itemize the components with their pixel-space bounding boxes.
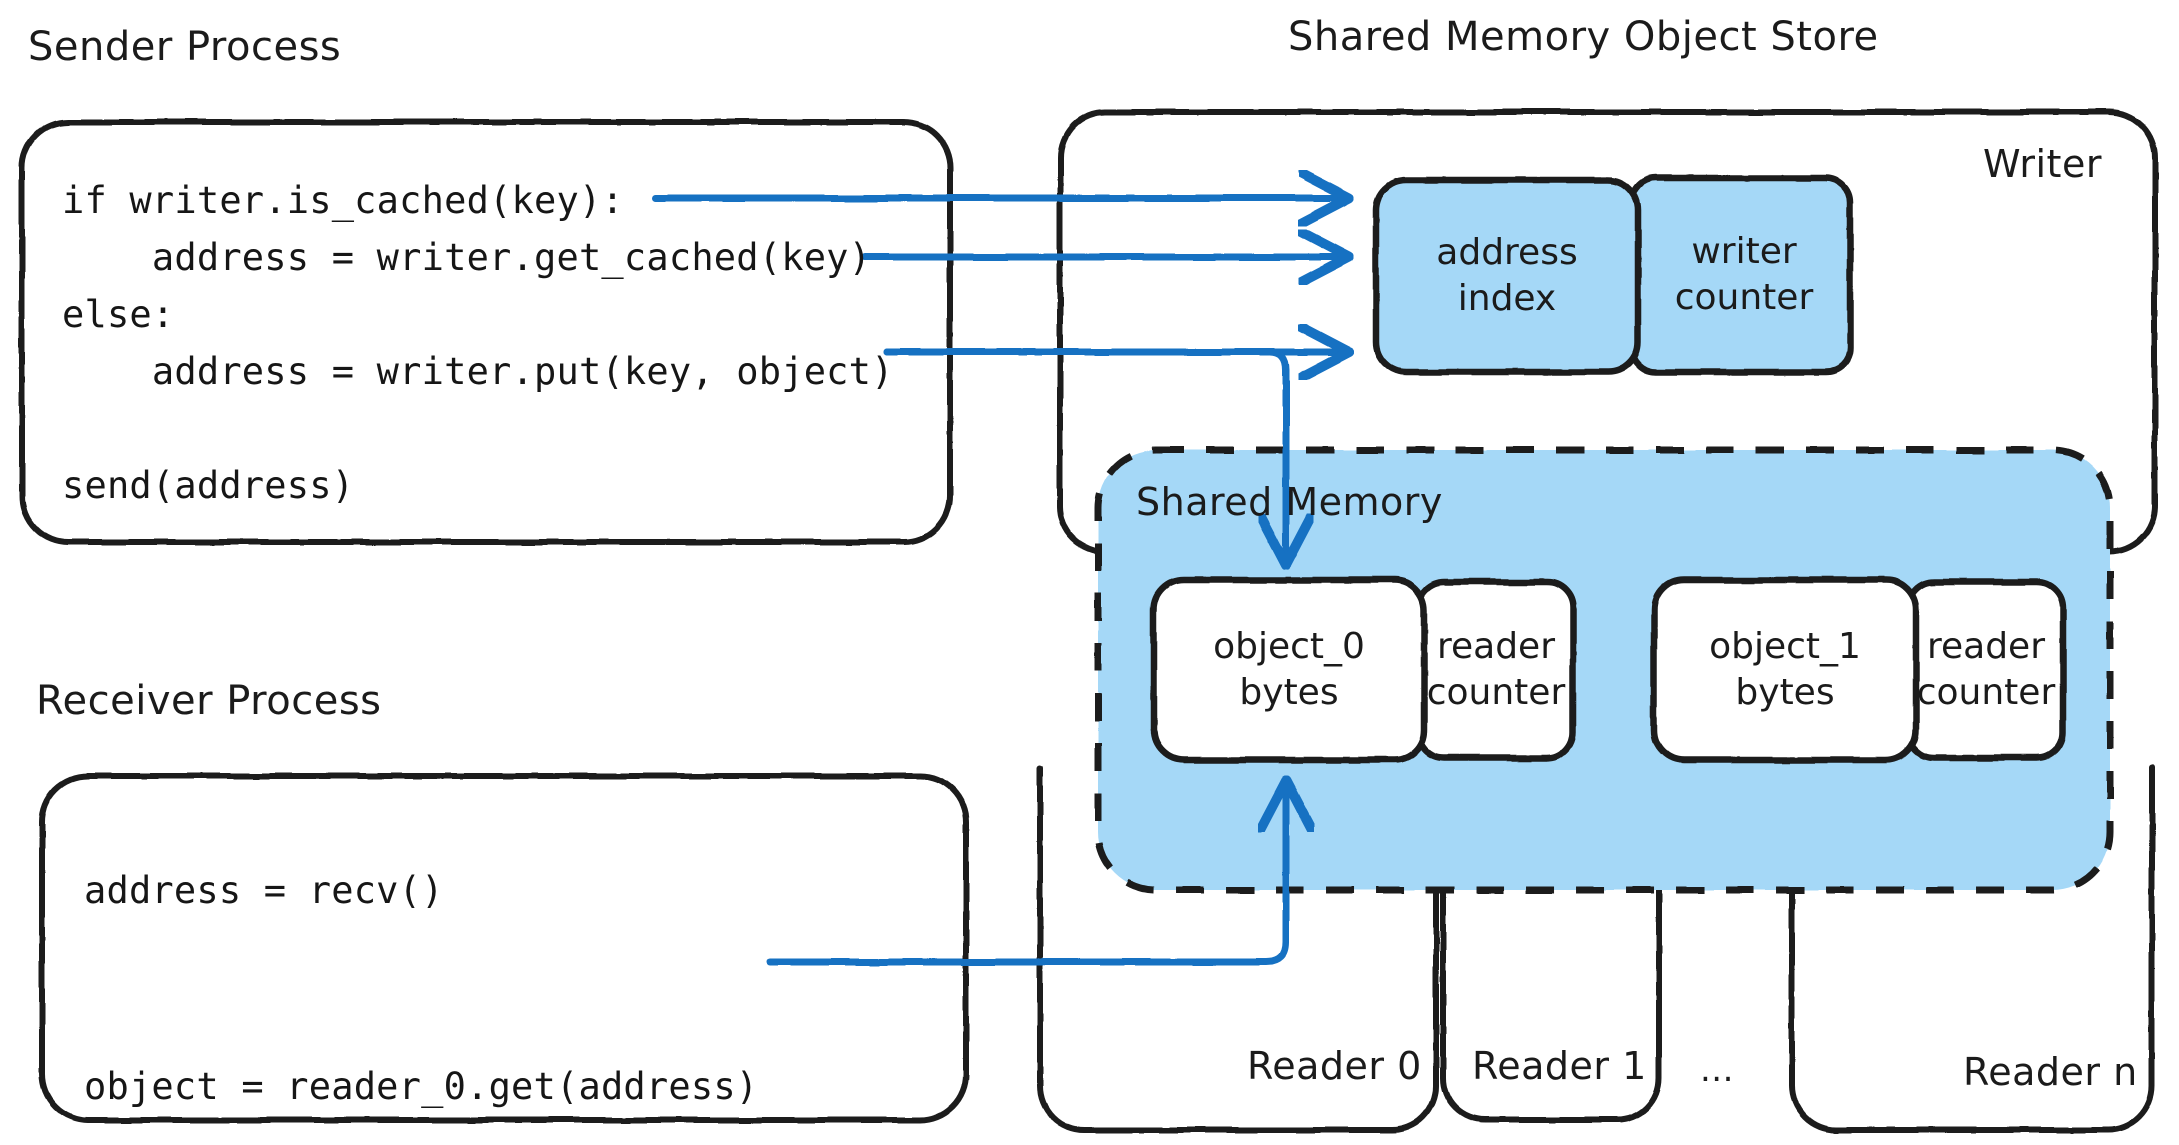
receiver-process-title: Receiver Process (36, 678, 382, 724)
reader-0-label: Reader 0 (1247, 1044, 1422, 1088)
address-index-cell-shape (1372, 176, 1642, 376)
store-title: Shared Memory Object Store (1288, 14, 1879, 60)
reader-n-box (1789, 765, 2155, 1133)
reader-n-label: Reader n (1963, 1050, 2138, 1094)
receiver-code-block: address = recv() object = reader_0.get(a… (84, 869, 759, 1108)
reader-0-box (1037, 765, 1439, 1133)
object-0-bytes-shape (1150, 576, 1428, 764)
shared-memory-label: Shared Memory (1136, 480, 1443, 524)
sender-process-title: Sender Process (28, 24, 342, 70)
reader-1-label: Reader 1 (1472, 1044, 1647, 1088)
receiver-process-box (39, 773, 969, 1123)
arrow-reader-get-to-object-0 (766, 790, 1286, 966)
arrow-put-branch-to-object-0 (883, 348, 1286, 556)
shared-memory-region (1094, 446, 2114, 894)
writer-label: Writer (1983, 142, 2102, 186)
sender-code-block: if writer.is_cached(key): address = writ… (62, 179, 894, 507)
object-1-bytes-shape (1650, 576, 1920, 764)
reader-1-box (1440, 765, 1662, 1123)
reader-ellipsis-label: ... (1700, 1050, 1734, 1090)
sender-process-box (19, 119, 953, 545)
